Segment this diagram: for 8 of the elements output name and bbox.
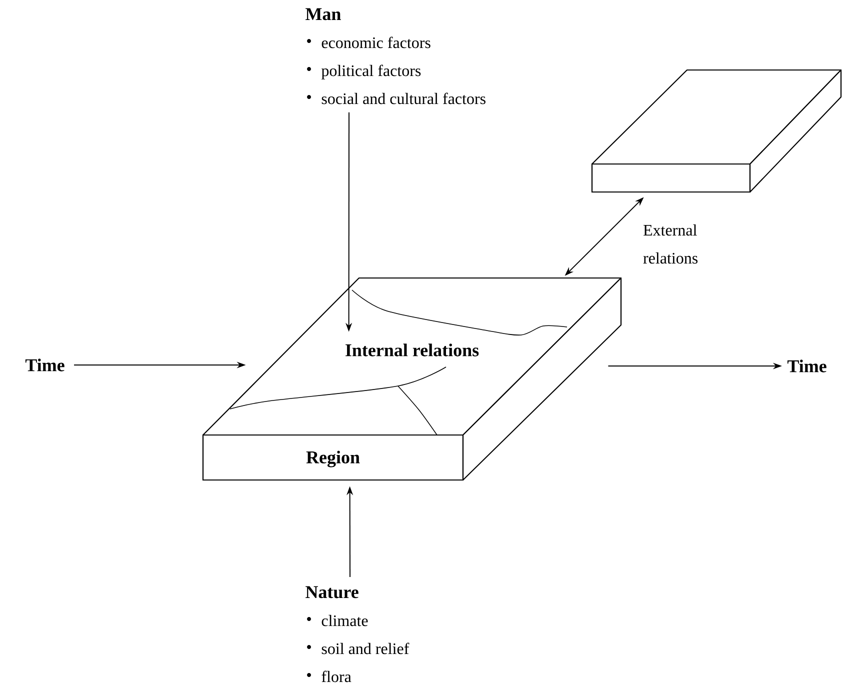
node-label: Region <box>306 450 360 468</box>
time-label: Time <box>787 360 826 372</box>
factor-list: Nature climate soil and relief flora <box>306 586 410 682</box>
factor-list: Man economic factors political factors social and cultural factors <box>306 8 486 104</box>
edge-label: External relations <box>643 224 698 264</box>
block-drawing <box>591 69 842 193</box>
region-block-drawing: Internal relations Region <box>202 277 622 481</box>
time-label: Time <box>25 358 64 372</box>
